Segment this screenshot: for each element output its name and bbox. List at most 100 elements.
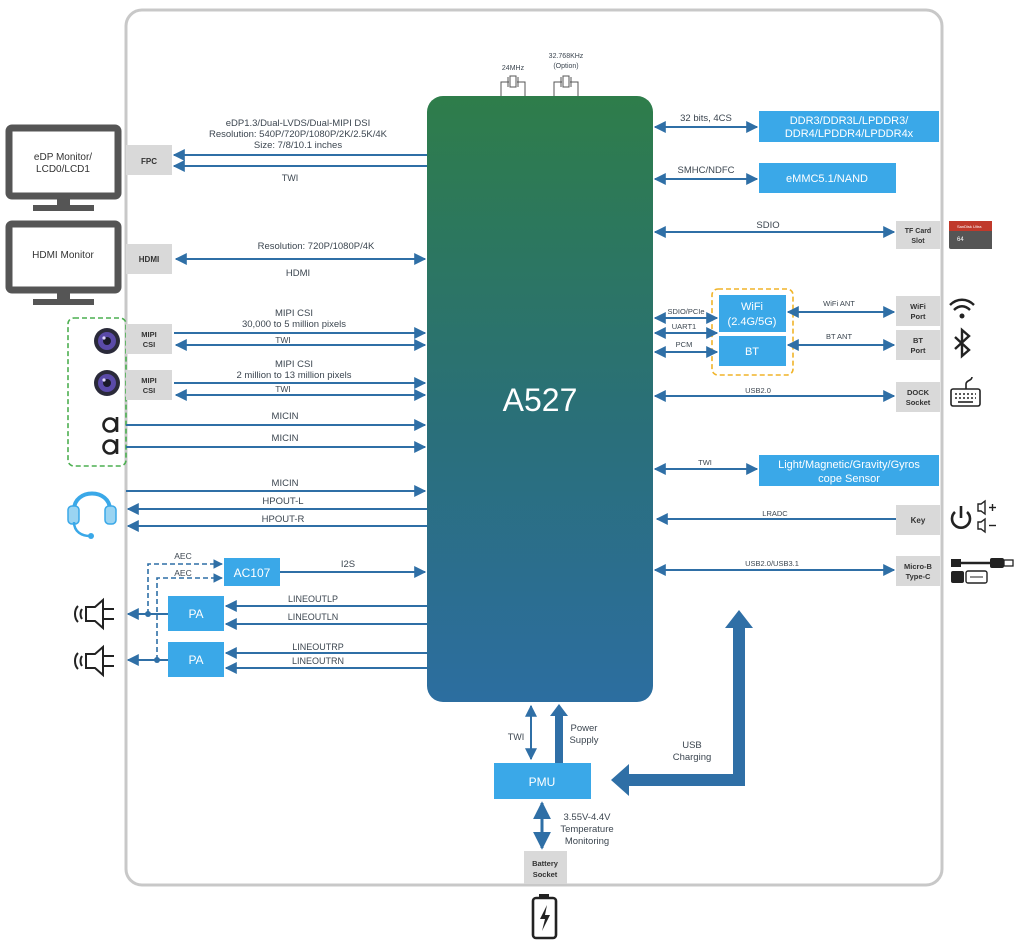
usb-cable-icon bbox=[951, 558, 1014, 584]
crystal-32khz-icon bbox=[553, 75, 579, 96]
tf-box bbox=[896, 221, 940, 249]
lradc-label: LRADC bbox=[762, 509, 788, 518]
csi2-twi-label: TWI bbox=[275, 384, 291, 394]
pa2-label: PA bbox=[188, 653, 203, 667]
hdmi-monitor-label: HDMI Monitor bbox=[32, 250, 94, 261]
hdmi-box bbox=[126, 244, 172, 274]
sensor-label-2: cope Sensor bbox=[818, 473, 880, 485]
wifi-box bbox=[719, 295, 786, 332]
aec-label-1: AEC bbox=[174, 551, 191, 561]
hdmi-monitor-icon bbox=[5, 220, 122, 305]
dock-box-label-2: Socket bbox=[906, 398, 931, 407]
edp-monitor-label-2: LCD0/LCD1 bbox=[36, 164, 90, 175]
csi1-title: MIPI CSI bbox=[275, 308, 313, 319]
power-supply-label-2: Supply bbox=[569, 735, 598, 746]
usb-charging-label-2: Charging bbox=[673, 752, 712, 763]
soc-chip-label: A527 bbox=[503, 382, 578, 418]
csi1-subtitle: 30,000 to 5 million pixels bbox=[242, 319, 346, 330]
sensor-label-1: Light/Magnetic/Gravity/Gyros bbox=[778, 459, 920, 471]
lineoutln-label: LINEOUTLN bbox=[288, 612, 339, 622]
power-button-icon bbox=[950, 506, 972, 529]
battery-spec-1: 3.55V-4.4V bbox=[563, 812, 611, 823]
tf-bus-label: SDIO bbox=[756, 220, 779, 231]
lineoutrp-label: LINEOUTRP bbox=[292, 642, 344, 652]
hpout-r-label: HPOUT-R bbox=[262, 514, 305, 525]
microphone-1-icon bbox=[102, 417, 119, 433]
tf-box-label-1: TF Card bbox=[905, 228, 931, 235]
micin-3-label: MICIN bbox=[272, 478, 299, 489]
emmc-label: eMMC5.1/NAND bbox=[786, 173, 868, 185]
i2s-label: I2S bbox=[341, 559, 355, 570]
ac107-label: AC107 bbox=[234, 566, 271, 580]
keyboard-icon bbox=[950, 376, 981, 407]
ac107-box bbox=[224, 558, 280, 586]
battery-socket-label-1: Battery bbox=[532, 859, 559, 868]
svg-text:64: 64 bbox=[957, 237, 964, 243]
wifi-port-label-1: WiFi bbox=[910, 302, 926, 311]
csi2-title: MIPI CSI bbox=[275, 359, 313, 370]
csi2-subtitle: 2 million to 13 million pixels bbox=[236, 370, 351, 381]
emmc-box bbox=[759, 163, 896, 193]
microphone-2-icon bbox=[102, 439, 119, 455]
battery-spec-2: Temperature bbox=[560, 824, 613, 835]
svg-text:SanDisk Ultra: SanDisk Ultra bbox=[957, 224, 982, 229]
tf-box-label-2: Slot bbox=[911, 238, 925, 245]
camera-2-icon bbox=[94, 370, 120, 396]
bluetooth-icon bbox=[954, 327, 971, 359]
wifi-port-box bbox=[896, 296, 940, 326]
power-supply-arrow bbox=[550, 704, 568, 763]
fpc-twi-label: TWI bbox=[282, 173, 299, 183]
usb-box-label-2: Type-C bbox=[906, 572, 931, 581]
csi1-box-label-1: MIPI bbox=[141, 330, 156, 339]
bt-port-label-1: BT bbox=[913, 336, 923, 345]
speaker-2-icon bbox=[74, 644, 114, 678]
fpc-box bbox=[126, 145, 172, 175]
speaker-1-icon bbox=[74, 597, 114, 631]
pmu-twi-label: TWI bbox=[508, 732, 525, 742]
hdmi-box-label: HDMI bbox=[139, 255, 159, 264]
uart1-label: UART1 bbox=[672, 322, 696, 331]
camera-1-icon bbox=[94, 328, 120, 354]
edp-monitor-icon bbox=[5, 124, 122, 211]
csi1-twi-label: TWI bbox=[275, 335, 291, 345]
usb-box bbox=[896, 556, 940, 586]
usb-bus-label: USB2.0/USB3.1 bbox=[745, 559, 799, 568]
micin-2-label: MICIN bbox=[272, 433, 299, 444]
lineoutrn-label: LINEOUTRN bbox=[292, 656, 344, 666]
battery-socket-label-2: Socket bbox=[533, 870, 558, 879]
dock-box bbox=[896, 382, 940, 412]
key-box-label: Key bbox=[911, 516, 926, 525]
pmu-label: PMU bbox=[529, 775, 556, 789]
fpc-spec-2: Resolution: 540P/720P/1080P/2K/2.5K/4K bbox=[209, 129, 388, 140]
fpc-box-label: FPC bbox=[141, 157, 157, 166]
wifi-label-2: (2.4G/5G) bbox=[728, 316, 777, 328]
key-box bbox=[896, 505, 940, 535]
pa1-box bbox=[168, 596, 224, 631]
hdmi-resolution: Resolution: 720P/1080P/4K bbox=[258, 241, 375, 252]
wifi-icon bbox=[949, 298, 975, 319]
dock-box-label-1: DOCK bbox=[907, 388, 930, 397]
clock-32khz-note: (Option) bbox=[553, 63, 578, 70]
ram-bus-label: 32 bits, 4CS bbox=[680, 113, 732, 124]
hdmi-signal-label: HDMI bbox=[286, 268, 310, 279]
micin-1-label: MICIN bbox=[272, 411, 299, 422]
battery-spec-3: Monitoring bbox=[565, 836, 609, 847]
sensor-box bbox=[759, 455, 939, 486]
pa1-label: PA bbox=[188, 607, 203, 621]
volume-icon bbox=[977, 499, 996, 534]
wifi-label-1: WiFi bbox=[741, 301, 763, 313]
pa2-box bbox=[168, 642, 224, 677]
bt-ant-label: BT ANT bbox=[826, 332, 853, 341]
ram-label-2: DDR4/LPDDR4/LPDDR4x bbox=[785, 128, 914, 140]
battery-icon bbox=[531, 894, 558, 940]
battery-socket-box bbox=[524, 851, 567, 884]
bt-port-label-2: Port bbox=[911, 346, 927, 355]
wifi-ant-label: WiFi ANT bbox=[823, 299, 855, 308]
aec-label-2: AEC bbox=[174, 568, 191, 578]
csi1-box bbox=[126, 324, 172, 354]
crystal-24mhz-icon bbox=[500, 75, 526, 96]
edp-monitor-label-1: eDP Monitor/ bbox=[34, 152, 92, 163]
wifi-port-label-2: Port bbox=[911, 312, 927, 321]
hpout-l-label: HPOUT-L bbox=[262, 496, 303, 507]
